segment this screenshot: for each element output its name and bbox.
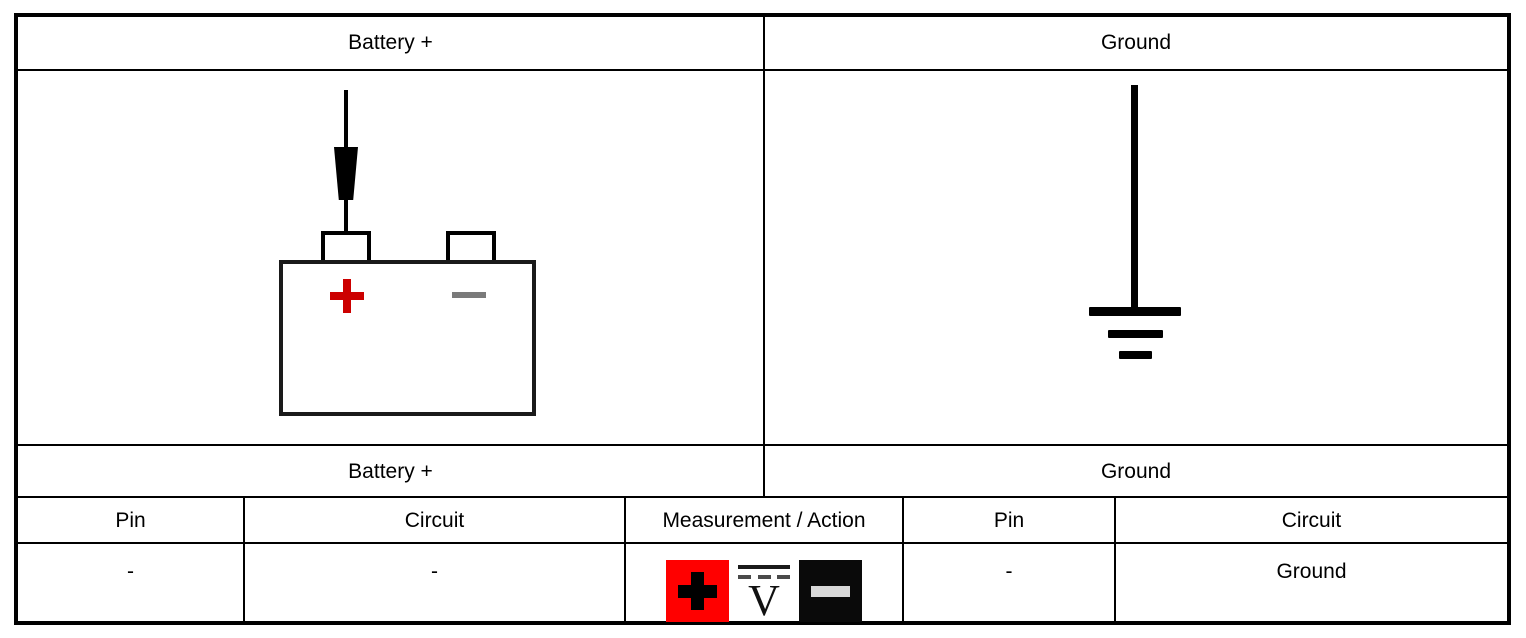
cell-circuit-left-value: - [431, 560, 438, 583]
battery-body-icon [279, 260, 536, 416]
battery-negative-terminal-post-icon [446, 231, 496, 261]
cell-pin-left: - [18, 544, 245, 623]
ground-bar-2-icon [1108, 330, 1163, 338]
ground-bar-3-icon [1119, 351, 1152, 359]
section-title-battery-plus-top: Battery + [18, 17, 765, 69]
table-header-row: Pin Circuit Measurement / Action Pin Cir… [18, 496, 1507, 544]
ground-bar-1-icon [1089, 307, 1181, 316]
cell-pin-right: - [904, 544, 1116, 623]
measurement-icon-group: V [666, 560, 862, 625]
ground-stem-icon [1131, 85, 1138, 313]
red-plus-probe-icon [666, 560, 729, 622]
black-minus-probe-icon [799, 560, 862, 622]
battery-positive-terminal-post-icon [321, 231, 371, 261]
cell-measurement-action: V [626, 544, 904, 623]
symbol-row [18, 69, 1507, 446]
column-header-pin-right: Pin [904, 498, 1116, 544]
section-title-ground-bottom: Ground [765, 446, 1507, 498]
table-frame: Battery + Ground [14, 13, 1511, 625]
cell-pin-right-value: - [1005, 560, 1013, 583]
section-title-row-top: Battery + Ground [18, 17, 1507, 69]
dc-voltage-dashed-line-icon [738, 575, 790, 579]
section-title-ground-top: Ground [765, 17, 1507, 69]
battery-symbol [250, 79, 536, 429]
battery-symbol-cell [18, 71, 765, 446]
section-title-battery-plus-bottom-label: Battery + [348, 460, 433, 484]
column-header-pin-left-label: Pin [115, 509, 146, 533]
table-row: - - V - [18, 542, 1507, 623]
column-header-circuit-right: Circuit [1116, 498, 1507, 544]
dc-voltage-solid-line-icon [738, 565, 790, 569]
cell-circuit-right-value: Ground [1276, 560, 1347, 583]
column-header-circuit-left-label: Circuit [404, 509, 465, 533]
column-header-circuit-right-label: Circuit [1281, 509, 1342, 533]
section-title-ground-top-label: Ground [1100, 31, 1172, 55]
section-title-battery-plus-bottom: Battery + [18, 446, 765, 498]
column-header-measurement-action: Measurement / Action [626, 498, 904, 544]
test-probe-icon [334, 147, 358, 200]
ground-symbol [1061, 71, 1221, 446]
cell-pin-left-value: - [127, 560, 134, 583]
battery-plus-mark-icon [330, 279, 364, 313]
battery-minus-mark-icon [452, 292, 486, 298]
cell-circuit-left: - [245, 544, 626, 623]
section-title-ground-bottom-label: Ground [1100, 460, 1172, 484]
column-header-pin-left: Pin [18, 498, 245, 544]
dc-voltage-v-glyph: V [748, 576, 780, 625]
ground-symbol-cell [765, 71, 1507, 446]
column-header-circuit-left: Circuit [245, 498, 626, 544]
column-header-pin-right-label: Pin [993, 509, 1025, 533]
column-header-measurement-action-label: Measurement / Action [662, 509, 866, 533]
section-title-battery-plus-top-label: Battery + [348, 31, 433, 55]
section-title-row-bottom: Battery + Ground [18, 444, 1507, 498]
cell-circuit-right: Ground [1116, 544, 1507, 623]
dc-voltage-icon: V [735, 560, 793, 625]
